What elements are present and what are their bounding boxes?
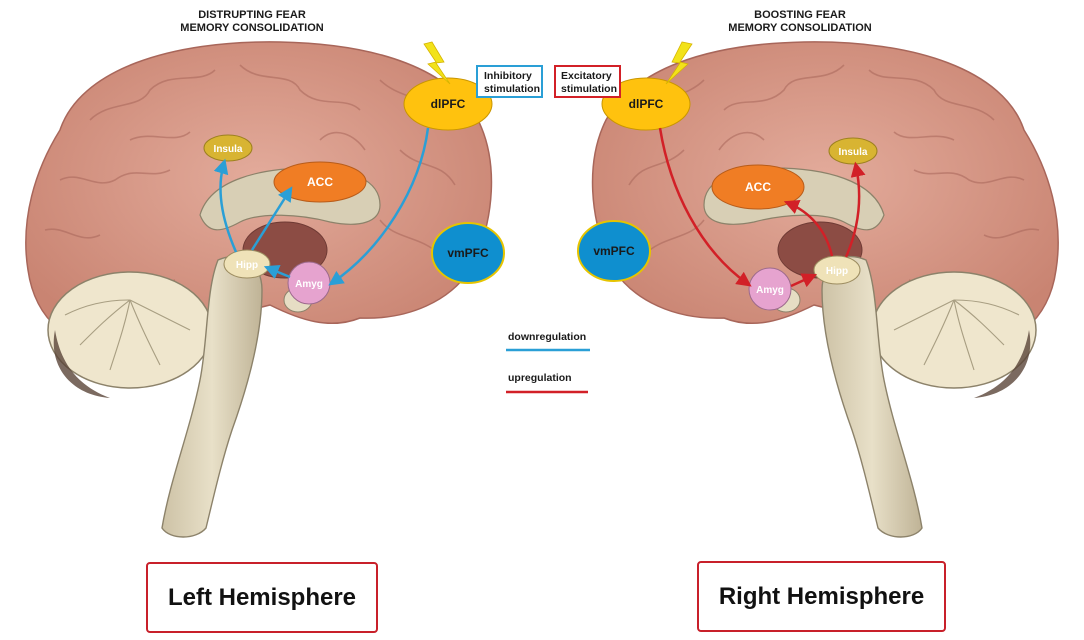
- right-cerebellum: [871, 271, 1037, 389]
- excitatory-line1: Excitatory: [561, 70, 612, 82]
- right-hipp-region: [813, 255, 861, 285]
- right-title-line1: BOOSTING FEAR: [754, 9, 846, 21]
- left-vmpfc-region: [431, 222, 505, 284]
- right-lightning-icon: [665, 41, 693, 85]
- legend-up-label: upregulation: [508, 372, 572, 384]
- legend-down-label: downregulation: [508, 331, 586, 343]
- left-vmpfc-label: vmPFC: [447, 246, 489, 260]
- left-arrow-dlpfc-amyg: [328, 127, 430, 286]
- right-title-line2: MEMORY CONSOLIDATION: [728, 22, 871, 34]
- left-cerebellum-folia: [64, 299, 191, 371]
- excitatory-line2: stimulation: [561, 83, 617, 95]
- right-amyg-label: Amyg: [756, 285, 784, 296]
- right-arrow-dlpfc-amyg: [658, 127, 752, 287]
- right-hemisphere-label: Right Hemisphere: [697, 561, 946, 632]
- right-arrow-hipp-insula: [844, 161, 866, 258]
- right-amyg-region: [748, 267, 792, 311]
- left-acc-label: ACC: [307, 175, 333, 189]
- inhibitory-line2: stimulation: [484, 83, 540, 95]
- left-lightning-icon: [423, 41, 451, 85]
- left-hipp-label: Hipp: [236, 260, 258, 271]
- legend: downregulation upregulation: [506, 331, 590, 394]
- left-cerebellum-shadow: [53, 330, 110, 398]
- right-dlpfc-region: [601, 77, 691, 131]
- left-cerebellum: [47, 271, 213, 389]
- right-brain: dlPFC vmPFC ACC Insula Hipp Amyg Excitat…: [554, 41, 1059, 538]
- left-dlpfc-label: dlPFC: [431, 97, 466, 111]
- left-arrow-amyg-hipp: [263, 265, 291, 279]
- left-brainstem: [161, 255, 263, 538]
- right-gyri: [628, 64, 1040, 286]
- right-vmpfc-region: [577, 220, 651, 282]
- left-dlpfc-region: [403, 77, 493, 131]
- left-acc-region: [273, 161, 367, 203]
- right-insula-label: Insula: [839, 147, 868, 158]
- right-arrow-hipp-acc: [783, 200, 834, 257]
- inhibitory-line1: Inhibitory: [484, 70, 532, 82]
- left-arrow-hipp-acc: [250, 186, 293, 251]
- left-brain: dlPFC vmPFC ACC Insula Hipp Amyg Inhibit…: [25, 41, 543, 538]
- right-acc-label: ACC: [745, 180, 771, 194]
- right-brainstem: [821, 255, 923, 538]
- left-arrow-hipp-insula: [213, 158, 238, 253]
- right-acc-region: [711, 164, 805, 210]
- left-hemisphere-label: Left Hemisphere: [146, 562, 378, 633]
- left-amyg-label: Amyg: [295, 279, 323, 290]
- excitatory-stimulation-box: [554, 65, 621, 98]
- right-cerebellum-shadow: [974, 330, 1031, 398]
- left-insula-label: Insula: [214, 144, 243, 155]
- left-hipp-region: [223, 249, 271, 279]
- right-dlpfc-label: dlPFC: [629, 97, 664, 111]
- right-hipp-label: Hipp: [826, 266, 848, 277]
- right-vmpfc-label: vmPFC: [593, 244, 635, 258]
- right-arrow-amyg-hipp: [790, 273, 818, 288]
- right-cerebellum-folia: [893, 299, 1020, 371]
- left-title-line1: DISTRUPTING FEAR: [198, 9, 306, 21]
- left-title-line2: MEMORY CONSOLIDATION: [180, 22, 323, 34]
- inhibitory-stimulation-box: [476, 65, 543, 98]
